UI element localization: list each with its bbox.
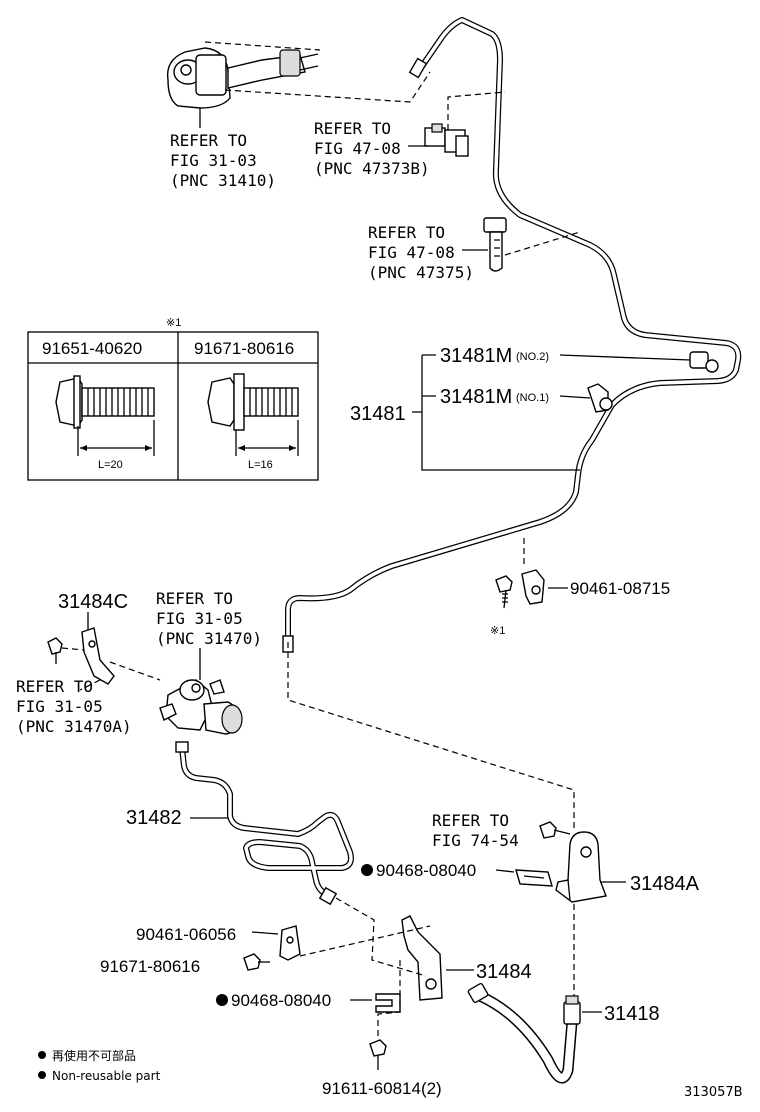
label-90461-06056[interactable]: 90461-06056	[136, 925, 236, 944]
svg-text:FIG 31-05: FIG 31-05	[16, 697, 103, 716]
leader-31481	[412, 354, 691, 471]
bracket-31484[interactable]	[401, 915, 443, 1001]
label-31484[interactable]: 31484	[476, 961, 532, 983]
svg-text:(PNC 47375): (PNC 47375)	[368, 263, 474, 282]
ref-fig4708a[interactable]: REFER TO FIG 47-08 (PNC 47373B)	[314, 119, 430, 178]
non-reusable-icon	[216, 994, 228, 1006]
table-marker: ※1	[166, 317, 181, 329]
table-col-91651: 91651-40620	[42, 339, 142, 358]
label-31484a[interactable]: 31484A	[630, 873, 700, 895]
bolt-91651-40620[interactable]	[495, 575, 513, 609]
label-31482[interactable]: 31482	[126, 807, 182, 829]
label-31418[interactable]: 31418	[604, 1003, 660, 1025]
master-cylinder[interactable]	[166, 47, 319, 128]
clamp-31481m-no1[interactable]	[587, 383, 613, 413]
table-col-91671: 91671-80616	[194, 339, 294, 358]
svg-text:(PNC 31470A): (PNC 31470A)	[16, 717, 132, 736]
svg-text:FIG 47-08: FIG 47-08	[368, 243, 455, 262]
svg-text:REFER TO: REFER TO	[432, 811, 509, 830]
legend: 再使用不可部品 Non-reusable part	[38, 1048, 161, 1083]
svg-text:(PNC 31470): (PNC 31470)	[156, 629, 262, 648]
bracket-31484c[interactable]	[81, 612, 115, 685]
svg-text:(PNC 47373B): (PNC 47373B)	[314, 159, 430, 178]
bolt-fig7454[interactable]	[539, 821, 571, 839]
pipe-31482[interactable]	[175, 741, 354, 906]
svg-text:REFER TO: REFER TO	[368, 223, 445, 242]
ref-fig7454[interactable]: REFER TO FIG 74-54	[432, 811, 519, 850]
clip-90468-08040-a[interactable]	[515, 869, 553, 887]
clip-90468-08040-b[interactable]	[375, 993, 401, 1013]
bracket-31484a[interactable]	[555, 831, 607, 903]
bracket-90461-08715[interactable]	[521, 569, 545, 605]
clip-47375[interactable]	[483, 217, 507, 272]
non-reusable-icon	[361, 864, 373, 876]
label-31481m-no1[interactable]: 31481M	[440, 386, 512, 408]
bolt-91611-60814[interactable]	[369, 1039, 387, 1070]
ref-fig3105b[interactable]: REFER TO FIG 31-05 (PNC 31470A)	[16, 677, 132, 736]
legend-en: Non-reusable part	[52, 1069, 161, 1083]
svg-text:REFER TO: REFER TO	[170, 131, 247, 150]
release-cylinder[interactable]	[159, 648, 243, 735]
label-31481m-no2-note: (NO.2)	[516, 351, 549, 363]
svg-text:REFER TO: REFER TO	[16, 677, 93, 696]
legend-dot-icon	[38, 1051, 46, 1059]
label-90468-08040-a[interactable]: 90468-08040	[376, 861, 476, 880]
legend-dot-icon	[38, 1071, 46, 1079]
clamp-31481m-no2[interactable]	[689, 351, 719, 373]
svg-text:FIG 74-54: FIG 74-54	[432, 831, 519, 850]
ref-fig3105a[interactable]: REFER TO FIG 31-05 (PNC 31470)	[156, 589, 262, 648]
label-31481m-no1-note: (NO.1)	[516, 392, 549, 404]
svg-text:REFER TO: REFER TO	[314, 119, 391, 138]
bolt-91671-80616[interactable]	[243, 953, 270, 971]
label-91611-60814[interactable]: 91611-60814(2)	[322, 1079, 442, 1098]
clip-47373b[interactable]	[424, 123, 469, 157]
table-len-1: L=20	[98, 459, 123, 471]
label-31481[interactable]: 31481	[350, 403, 406, 425]
label-31481m-no2[interactable]: 31481M	[440, 345, 512, 367]
legend-jp: 再使用不可部品	[52, 1048, 136, 1063]
table-len-2: L=16	[248, 459, 273, 471]
svg-text:(PNC 31410): (PNC 31410)	[170, 171, 276, 190]
ref-fig3103[interactable]: REFER TO FIG 31-03 (PNC 31410)	[170, 131, 276, 190]
ref-fig4708b[interactable]: REFER TO FIG 47-08 (PNC 47375)	[368, 223, 474, 282]
label-90468-08040-b[interactable]: 90468-08040	[231, 991, 331, 1010]
bolt-91671-icon	[207, 373, 299, 456]
label-90461-08715[interactable]: 90461-08715	[570, 579, 670, 598]
label-marker-1: ※1	[490, 625, 505, 637]
svg-text:FIG 31-05: FIG 31-05	[156, 609, 243, 628]
label-91671-80616[interactable]: 91671-80616	[100, 957, 200, 976]
bolt-91651-icon	[55, 375, 155, 456]
svg-text:FIG 47-08: FIG 47-08	[314, 139, 401, 158]
figure-code: 313057B	[684, 1085, 743, 1100]
bolt-table	[27, 331, 319, 481]
bracket-90461-06056[interactable]	[279, 925, 301, 961]
pipe-31481[interactable]	[282, 17, 742, 653]
svg-text:REFER TO: REFER TO	[156, 589, 233, 608]
label-31484c[interactable]: 31484C	[58, 591, 128, 613]
bolt-31484c[interactable]	[47, 637, 63, 664]
svg-text:FIG 31-03: FIG 31-03	[170, 151, 257, 170]
hose-31418[interactable]	[467, 982, 581, 1084]
